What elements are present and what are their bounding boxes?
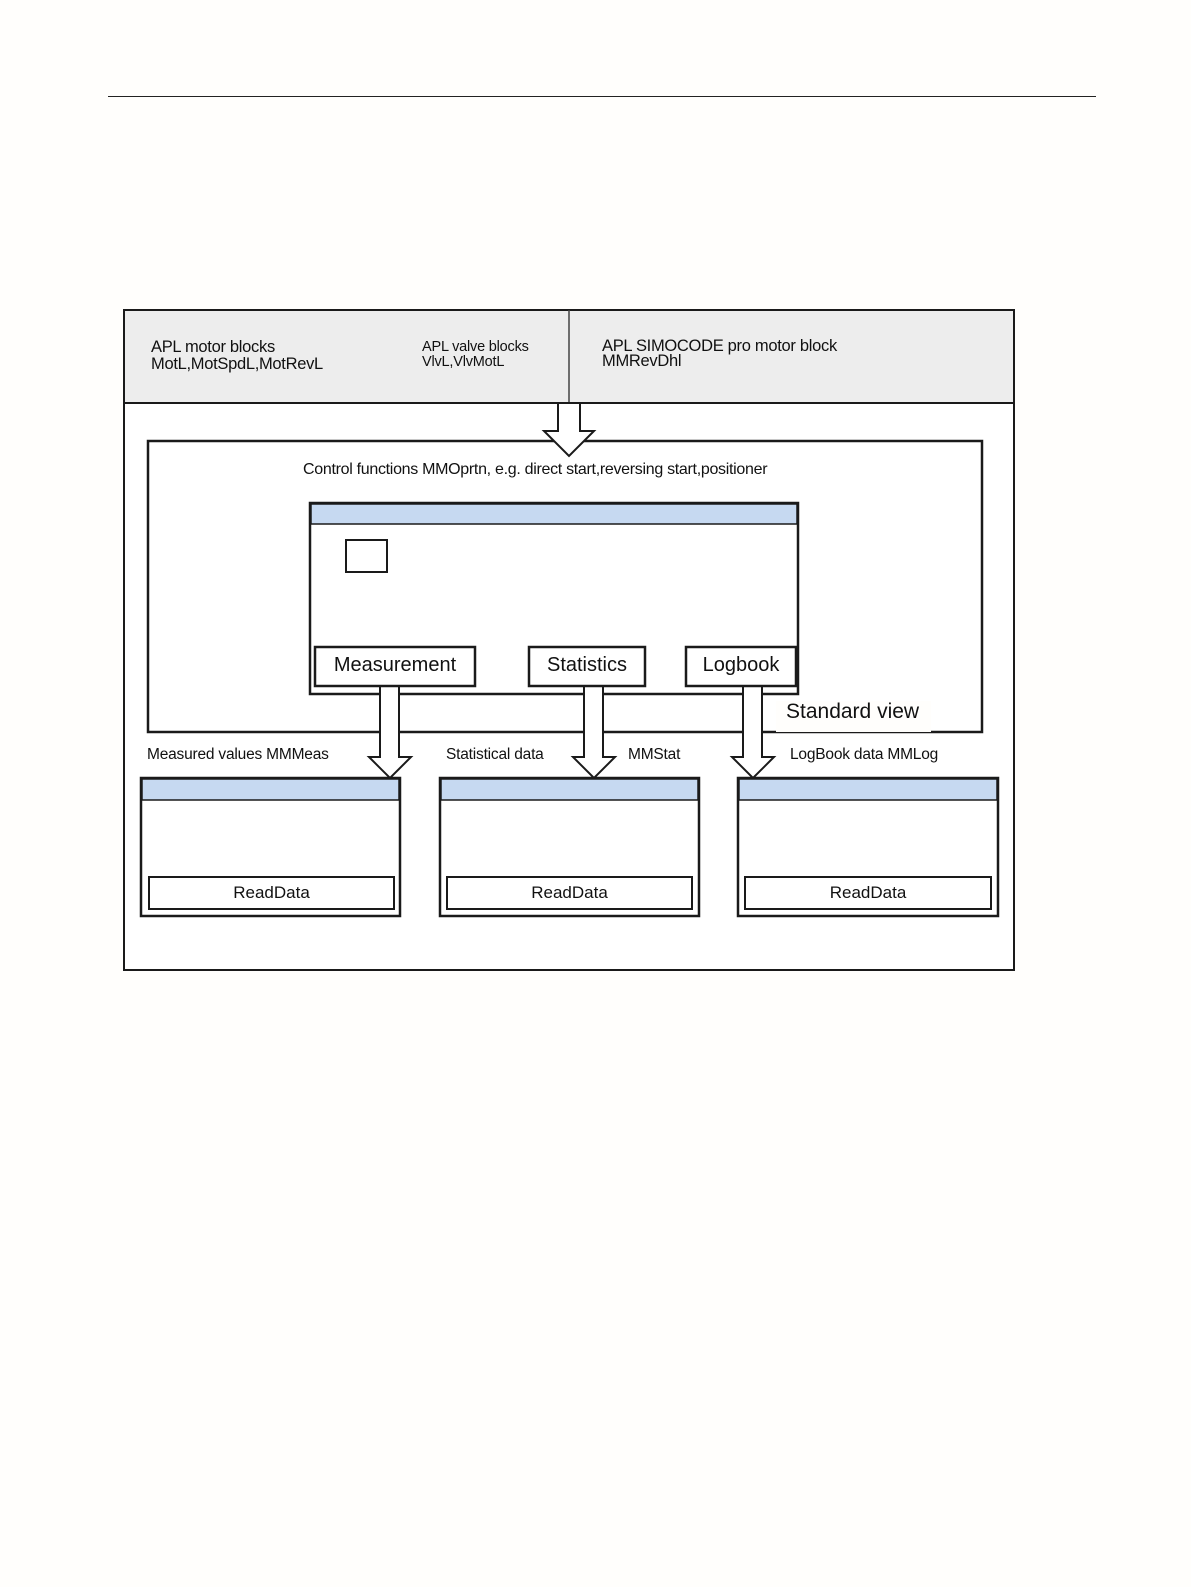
logbook-button[interactable]: Logbook [702, 654, 780, 676]
simocode-block-name: MMRevDhl [602, 352, 682, 371]
arrow-logbook [729, 685, 777, 780]
control-functions-label: Control functions MMOprtn, e.g. direct s… [303, 461, 768, 478]
arrow-measurement [366, 685, 414, 780]
logbook-readdata-frame [744, 876, 992, 910]
statistics-button-frame [527, 645, 647, 688]
arrow-header-to-control [541, 402, 597, 458]
statistical-block-label: MMStat [628, 746, 681, 763]
valve-blocks-label: APL valve blocks VlvL,VlvMotL [422, 339, 529, 371]
faceplate-titlebar [310, 503, 798, 525]
measured-values-titlebar [141, 778, 400, 801]
statistical-readdata-frame [446, 876, 693, 910]
measurement-button[interactable]: Measurement [333, 654, 457, 676]
motor-blocks-list: MotL,MotSpdL,MotRevL [151, 355, 323, 374]
standard-view-label: Standard view [776, 700, 932, 732]
motor-blocks-label: APL motor blocks MotL,MotSpdL,MotRevL [151, 338, 323, 374]
measured-values-label: Measured values MMMeas [147, 746, 329, 763]
valve-blocks-list: VlvL,VlvMotL [422, 354, 505, 371]
measured-readdata-button[interactable]: ReadData [233, 883, 310, 902]
statistical-data-label: Statistical data [446, 746, 544, 763]
motor-blocks-title: APL motor blocks [151, 338, 275, 356]
measured-readdata-frame [148, 876, 395, 910]
simocode-block-title: APL SIMOCODE pro motor block [602, 337, 837, 355]
valve-blocks-title: APL valve blocks [422, 339, 529, 355]
faceplate-small-field [345, 539, 388, 573]
statistics-button[interactable]: Statistics [546, 654, 628, 676]
measurement-button-frame [313, 645, 477, 688]
logbook-data-titlebar [738, 778, 998, 801]
logbook-readdata-button[interactable]: ReadData [829, 883, 907, 902]
logbook-button-frame [684, 645, 798, 688]
simocode-block-label: APL SIMOCODE pro motor block MMRevDhl [602, 337, 837, 371]
logbook-data-label: LogBook data MMLog [790, 746, 939, 763]
statistical-readdata-button[interactable]: ReadData [531, 883, 608, 902]
arrow-statistics [570, 685, 618, 780]
statistical-data-titlebar [440, 778, 699, 801]
page-header-rule [108, 96, 1096, 97]
